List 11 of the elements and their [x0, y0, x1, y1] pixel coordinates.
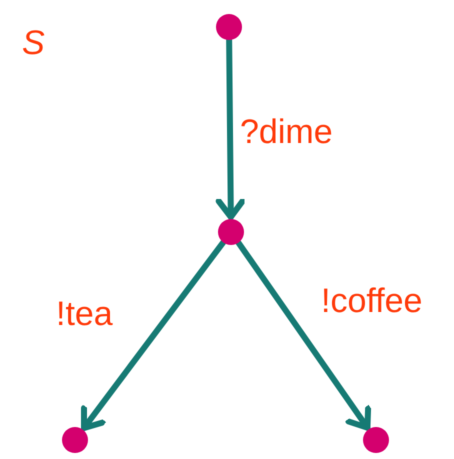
- automaton-name: S: [22, 26, 45, 60]
- arrow: [81, 239, 226, 431]
- edge-label: !coffee: [321, 284, 422, 318]
- arrow: [216, 37, 246, 220]
- arrow: [235, 240, 372, 431]
- state-circle: [218, 219, 244, 245]
- edge-label: ?dime: [240, 115, 333, 149]
- edge-label: !tea: [56, 297, 113, 331]
- state-circle: [216, 14, 242, 40]
- state-circle: [363, 427, 389, 453]
- state-circle: [62, 427, 88, 453]
